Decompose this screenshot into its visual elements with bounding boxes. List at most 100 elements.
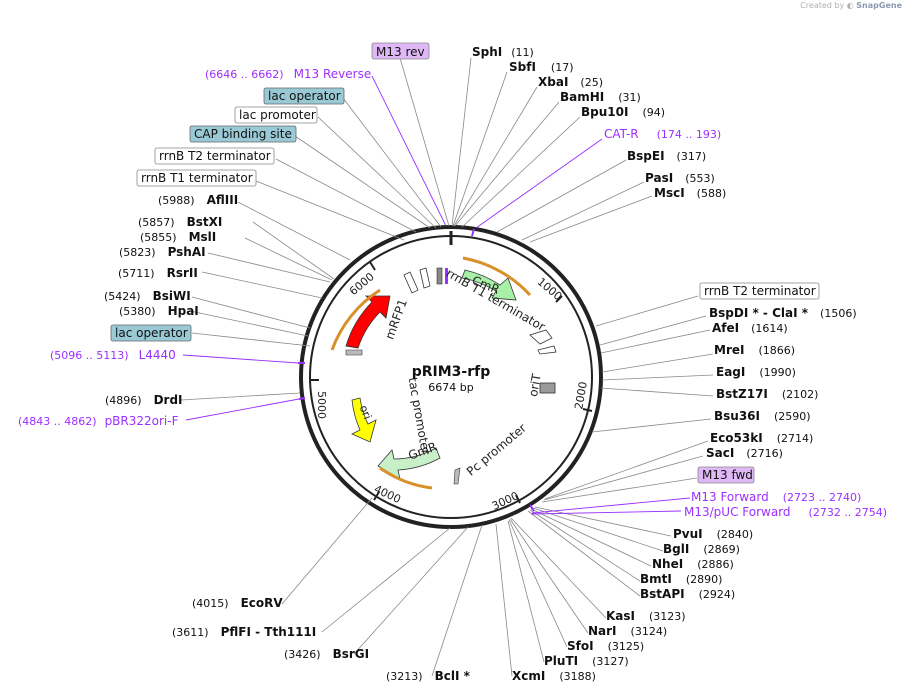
site-hpai[interactable]: (5380)HpaI [119, 304, 199, 318]
site-sbfi[interactable]: SbfI(17) [509, 60, 574, 74]
site-bmti-pos: (2890) [686, 573, 723, 586]
site-pshai[interactable]: (5823)PshAI [119, 245, 206, 259]
site-rrnb-t2-terminator-right[interactable]: rrnB T2 terminator [704, 284, 816, 298]
leader-sbfi [452, 71, 508, 227]
site-ecorv-pos: (4015) [192, 597, 229, 610]
site-bstxi-pos: (5857) [138, 216, 175, 229]
site-rrnb-t1-terminator-left[interactable]: rrnB T1 terminator [141, 171, 253, 185]
ori-arrow[interactable] [351, 397, 377, 443]
site-saci[interactable]: SacI(2716) [706, 446, 783, 460]
site-afei[interactable]: AfeI(1614) [712, 321, 788, 335]
leader-sfoi [508, 519, 568, 648]
leader-bpu10i [461, 116, 581, 228]
site-pbr322ori-f[interactable]: (4843 .. 4862)pBR322ori-F [18, 414, 179, 428]
site-m13-reverse[interactable]: (6646 .. 6662)M13 Reverse [205, 67, 371, 81]
site-afliii[interactable]: (5988)AflIII [158, 193, 238, 207]
site-bstapi[interactable]: BstAPI(2924) [640, 587, 735, 601]
site-m13-fwd[interactable]: M13 fwd [702, 468, 753, 482]
leader-bstz17i [600, 387, 714, 397]
site-pluti-pos: (3127) [592, 655, 629, 668]
site-sfoi-pos: (3125) [608, 640, 645, 653]
site-pflfi[interactable]: (3611)PflFI - Tth111I [172, 625, 316, 639]
leader-drdi [180, 392, 301, 401]
leader-hpai [189, 310, 309, 337]
site-rsrii[interactable]: (5711)RsrII [118, 266, 198, 280]
site-bstz17i[interactable]: BstZ17I(2102) [716, 387, 818, 401]
site-sfoi[interactable]: SfoI(3125) [567, 639, 644, 653]
tick-mark-2000 [582, 408, 593, 412]
site-cat-r[interactable]: CAT-R(174 .. 193) [604, 127, 721, 141]
site-cat-r-pos: (174 .. 193) [657, 128, 722, 141]
rrnb-t1-terminator-glyph [529, 329, 553, 345]
mrfp1-arrow[interactable] [345, 295, 391, 349]
site-msli[interactable]: (5855)MslI [140, 230, 216, 244]
gmr-arrow[interactable] [377, 447, 441, 480]
site-l4440[interactable]: (5096 .. 5113)L4440 [50, 348, 176, 362]
leader-msci [529, 195, 653, 243]
site-nhei[interactable]: NheI(2886) [652, 557, 734, 571]
site-lac-operator-left[interactable]: lac operator [115, 326, 188, 340]
site-cap-binding-site[interactable]: CAP binding site [194, 127, 292, 141]
site-bamhi[interactable]: BamHI(31) [560, 90, 641, 104]
site-msci[interactable]: MscI(588) [654, 186, 726, 200]
cmr-arrow[interactable] [461, 269, 517, 301]
site-bspei[interactable]: BspEI(317) [627, 149, 706, 163]
site-m13-forward[interactable]: M13 Forward(2723 .. 2740) [691, 490, 861, 504]
site-mrei[interactable]: MreI(1866) [714, 343, 795, 357]
site-lac-promoter[interactable]: lac promoter [239, 108, 316, 122]
site-rrnb-t2-terminator-left[interactable]: rrnB T2 terminator [159, 149, 271, 163]
site-bpu10i[interactable]: Bpu10I(94) [581, 105, 665, 119]
m13-forward-mark [529, 504, 535, 512]
lac-operator-box-top [436, 267, 443, 285]
site-msci-pos: (588) [697, 187, 727, 200]
site-afei-name: AfeI [712, 321, 739, 335]
site-nari-pos: (3124) [631, 625, 668, 638]
site-bsrgi[interactable]: (3426)BsrGI [284, 647, 369, 661]
leader-pshai [207, 252, 331, 283]
leader-msli [244, 237, 333, 281]
leader-m13-puc-forward [530, 510, 682, 515]
site-m13-rev[interactable]: M13 rev [376, 45, 425, 59]
leader-lac-promoter [317, 116, 437, 229]
tac-promoter-glyph [345, 349, 363, 356]
tick-label-2000: 2000 [572, 381, 590, 411]
site-pasi[interactable]: PasI(553) [645, 171, 715, 185]
site-sphi-pos: (11) [511, 46, 534, 59]
site-drdi[interactable]: (4896)DrdI [105, 393, 183, 407]
site-bsiwi[interactable]: (5424)BsiWI [104, 289, 191, 303]
site-sphi[interactable]: SphI(11) [472, 45, 534, 59]
site-bgli[interactable]: BglI(2869) [663, 542, 740, 556]
leader-bstapi [527, 510, 641, 597]
site-xcmi[interactable]: XcmI(3188) [512, 669, 596, 683]
leader-xbai [453, 86, 538, 227]
site-ecorv[interactable]: (4015)EcoRV [192, 596, 283, 610]
site-xbai[interactable]: XbaI(25) [538, 75, 603, 89]
site-m13-puc-forward[interactable]: M13/pUC Forward(2732 .. 2754) [684, 505, 887, 519]
site-pvui[interactable]: PvuI(2840) [673, 527, 753, 541]
site-bsu36i[interactable]: Bsu36I(2590) [714, 409, 811, 423]
site-pflfi-name: PflFI - Tth111I [221, 625, 317, 639]
site-xbai-pos: (25) [580, 76, 603, 89]
site-eco53ki[interactable]: Eco53kI(2714) [710, 431, 813, 445]
site-m13-puc-forward-pos: (2732 .. 2754) [809, 506, 888, 519]
site-bmti[interactable]: BmtI(2890) [640, 572, 722, 586]
rrnb-t1-terminator-label: rrnB T1 terminator [444, 266, 548, 334]
site-kasi-name: KasI [606, 609, 635, 623]
site-lac-operator-top[interactable]: lac operator [268, 89, 341, 103]
tick-mark-4000 [373, 491, 380, 501]
site-kasi[interactable]: KasI(3123) [606, 609, 686, 623]
site-l4440-pos: (5096 .. 5113) [50, 349, 129, 362]
site-pluti[interactable]: PluTI(3127) [544, 654, 629, 668]
site-bcli[interactable]: (3213)BclI * [386, 669, 471, 683]
site-eagi[interactable]: EagI(1990) [716, 365, 796, 379]
site-clai[interactable]: BspDI * - ClaI *(1506) [709, 306, 857, 320]
site-bstxi[interactable]: (5857)BstXI [138, 215, 222, 229]
leader-bmti [529, 509, 641, 582]
site-sbfi-name: SbfI [509, 60, 536, 74]
plasmid-name: pRIM3-rfp [412, 364, 491, 380]
gmr-orange-band [379, 466, 433, 490]
site-nari[interactable]: NarI(3124) [588, 624, 667, 638]
leader-m13fwd [541, 477, 698, 503]
ori-label: ori [357, 403, 374, 421]
